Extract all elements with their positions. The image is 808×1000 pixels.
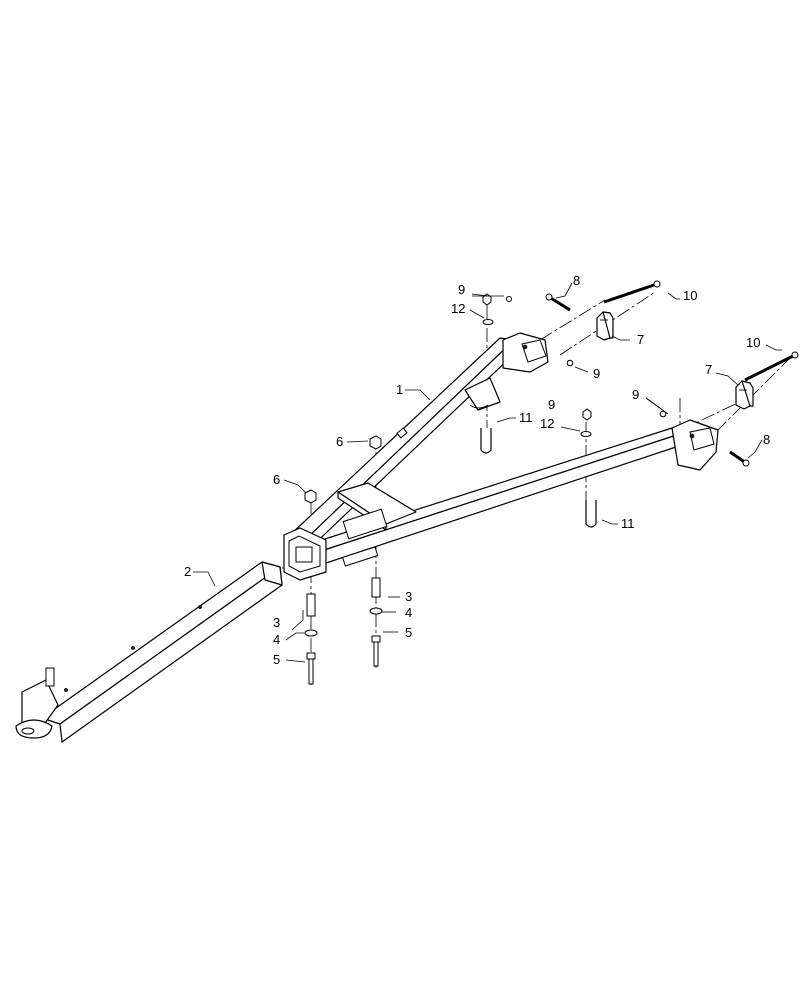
nut-6-left [304,489,317,504]
nut-9-upper-right [582,408,592,421]
callout-10-right: 10 [746,335,760,350]
callout-9-right-upper: 9 [548,397,555,412]
hardware [304,280,799,685]
u-bolt-11-left [480,428,492,454]
nut-9-b [506,296,512,302]
nut-9-d [659,410,667,418]
bolt-10-right [744,351,799,382]
callout-leaders [193,282,782,663]
nut-9-c [566,359,574,367]
bolt-5-left-head [306,652,316,660]
washer-4-left [304,629,318,637]
callout-12-left: 12 [451,301,465,316]
pin-8-left [545,293,571,312]
a-frame-tongue-part-1 [283,332,719,581]
tongue-extension-part-2 [15,561,283,743]
sleeve-3-left [306,593,316,617]
callout-9-lower-left: 9 [593,366,600,381]
bracket-7-right [735,380,754,410]
bracket-7-left [596,311,614,341]
callout-1: 1 [396,382,403,397]
callout-11-right: 11 [621,516,635,531]
nut-9-upper-left [482,293,492,306]
nut-6-right [369,435,382,450]
sleeve-3-right [371,577,381,598]
callout-2: 2 [184,564,191,579]
callout-7-right: 7 [705,362,712,377]
u-bolt-11-right [585,500,597,528]
bolt-5-right-head [371,635,381,643]
callout-9-right: 9 [632,387,639,402]
bolt-10-left [603,280,661,304]
callout-7-left: 7 [637,332,644,347]
callout-8-right: 8 [763,432,770,447]
callout-6-right: 6 [336,434,343,449]
pin-8-right [729,450,750,467]
washer-12-upper-left [482,319,494,325]
bolt-5-left [308,658,314,685]
callout-5-left: 5 [273,652,280,667]
clevis-plate [45,667,55,687]
bolt-5-right [373,641,379,667]
callout-labels: 1 2 3 3 4 4 5 5 6 6 7 7 8 8 9 9 9 10 10 … [184,273,770,667]
callout-4-right: 4 [405,605,412,620]
callout-12-right: 12 [540,416,554,431]
callout-9-upper-left: 9 [458,282,465,297]
callout-4-left: 4 [273,632,280,647]
callout-3-left: 3 [273,615,280,630]
callout-5-right: 5 [405,625,412,640]
callout-6-left: 6 [273,472,280,487]
callout-10-left: 10 [683,288,697,303]
washer-4-right [369,607,383,615]
callout-11-left: 11 [519,410,533,425]
decal-plate [341,546,379,567]
callout-3-right: 3 [405,589,412,604]
callout-8-left: 8 [573,273,580,288]
washer-12-upper-right [580,431,592,437]
receiver-opening [295,546,313,563]
